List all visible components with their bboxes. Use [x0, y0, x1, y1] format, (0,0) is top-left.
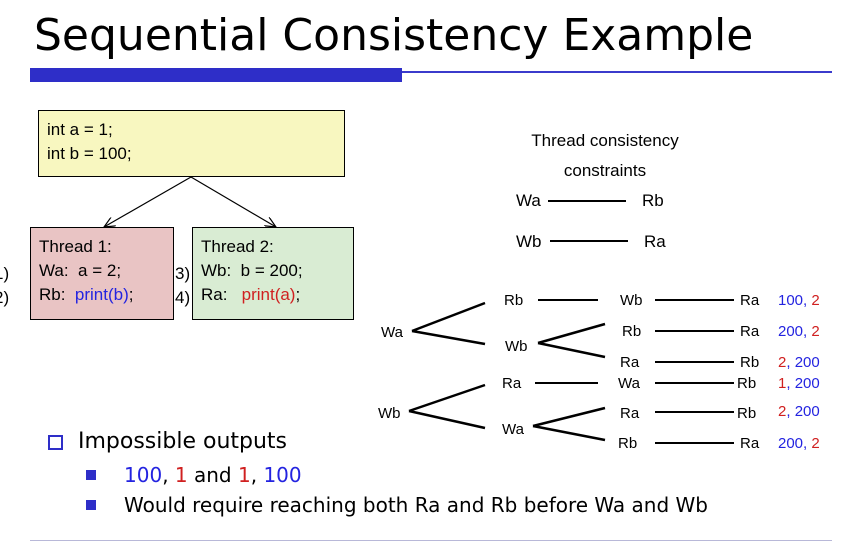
- tree-row-4: Wa Rb 1, 200: [535, 375, 820, 392]
- step-number-2: 2): [0, 288, 10, 307]
- svg-text:Rb: Rb: [737, 405, 756, 422]
- page-title: Sequential Consistency Example: [34, 10, 754, 61]
- svg-text:Rb: Rb: [740, 354, 759, 371]
- branch-wb-ra2: [537, 341, 606, 359]
- tree-row-5: Ra Rb 2, 200: [620, 403, 820, 422]
- thread1-line-rb: Rb: print(b);: [39, 285, 134, 304]
- output-row-2: 200, 2: [778, 323, 820, 340]
- svg-text:Ra: Ra: [620, 354, 640, 371]
- svg-text:Ra: Ra: [740, 292, 760, 309]
- svg-text:Rb: Rb: [622, 323, 641, 340]
- branch-wa-ra2: [532, 406, 606, 428]
- output-row-3: 2, 200: [778, 354, 820, 371]
- tree-node-wb: Wb: [505, 338, 528, 355]
- tree-node-wa: Wa: [502, 421, 525, 438]
- svg-text:Wa: Wa: [618, 375, 641, 392]
- output-row-6: 200, 2: [778, 435, 820, 452]
- constraint-wb-label: Wb: [516, 232, 542, 251]
- tree-row-1: Wb Ra 100, 2: [538, 292, 820, 309]
- footer-rule: [30, 540, 832, 541]
- init-box: int a = 1; int b = 100;: [38, 110, 345, 177]
- thread1-print-call: print(b): [74, 285, 129, 304]
- thread2-print-call: print(a): [241, 285, 296, 304]
- tree-node-ra: Ra: [502, 375, 522, 392]
- output-row-1: 100, 2: [778, 292, 820, 309]
- thread2-line-wb: Wb: b = 200;: [201, 261, 303, 280]
- branch-wb-ra: [408, 383, 486, 413]
- filled-square-bullet-icon: [86, 500, 96, 510]
- output-row-5: 2, 200: [778, 403, 820, 420]
- constraint-wa-label: Wa: [516, 191, 541, 210]
- tree-root-wa: Wa: [381, 324, 404, 341]
- fork-arrow-thread2: [190, 176, 276, 227]
- tree-row-2: Rb Ra 200, 2: [622, 323, 820, 340]
- branch-wa-rb: [411, 301, 486, 333]
- tree-root-wb: Wb: [378, 405, 401, 422]
- svg-text:Ra: Ra: [740, 435, 760, 452]
- thread2-header: Thread 2:: [201, 237, 274, 256]
- thread1-box: Thread 1: Wa: a = 2; Rb: print(b);: [30, 227, 174, 320]
- constraints-title-line1: Thread consistency: [531, 131, 679, 150]
- svg-text:Ra: Ra: [740, 323, 760, 340]
- branch-wa-wb: [411, 329, 486, 346]
- thread2-line-ra: Ra: print(a);: [201, 285, 301, 304]
- branch-wa-rb2: [532, 424, 606, 442]
- step-number-1: 1): [0, 264, 10, 283]
- svg-text:Wb: Wb: [620, 292, 643, 309]
- hollow-square-bullet-icon: [48, 435, 63, 450]
- branch-wb-rb: [537, 322, 606, 345]
- branch-wb-wa: [408, 409, 486, 430]
- step-number-4: 4): [175, 288, 191, 307]
- init-line-b: int b = 100;: [47, 144, 132, 163]
- init-line-a: int a = 1;: [47, 120, 113, 139]
- filled-square-bullet-icon: [86, 470, 96, 480]
- thread1-line-wa: Wa: a = 2;: [39, 261, 122, 280]
- constraint-rb-label: Rb: [642, 191, 664, 210]
- svg-text:Rb: Rb: [737, 375, 756, 392]
- title-underline-rule: [402, 71, 832, 73]
- fork-arrow-thread1: [104, 176, 192, 227]
- tree-node-rb: Rb: [504, 292, 523, 309]
- title-underline-bar: [30, 68, 402, 82]
- thread1-header: Thread 1:: [39, 237, 112, 256]
- svg-text:Ra: Ra: [620, 405, 640, 422]
- constraints-title-line2: constraints: [564, 161, 646, 180]
- step-number-3: 3): [175, 264, 191, 283]
- output-row-4: 1, 200: [778, 375, 820, 392]
- thread2-box: Thread 2: Wb: b = 200; Ra: print(a);: [192, 227, 354, 320]
- svg-text:Rb: Rb: [618, 435, 637, 452]
- tree-row-6: Rb Ra 200, 2: [618, 435, 820, 452]
- constraint-ra-label: Ra: [644, 232, 666, 251]
- tree-row-3: Ra Rb 2, 200: [620, 354, 820, 371]
